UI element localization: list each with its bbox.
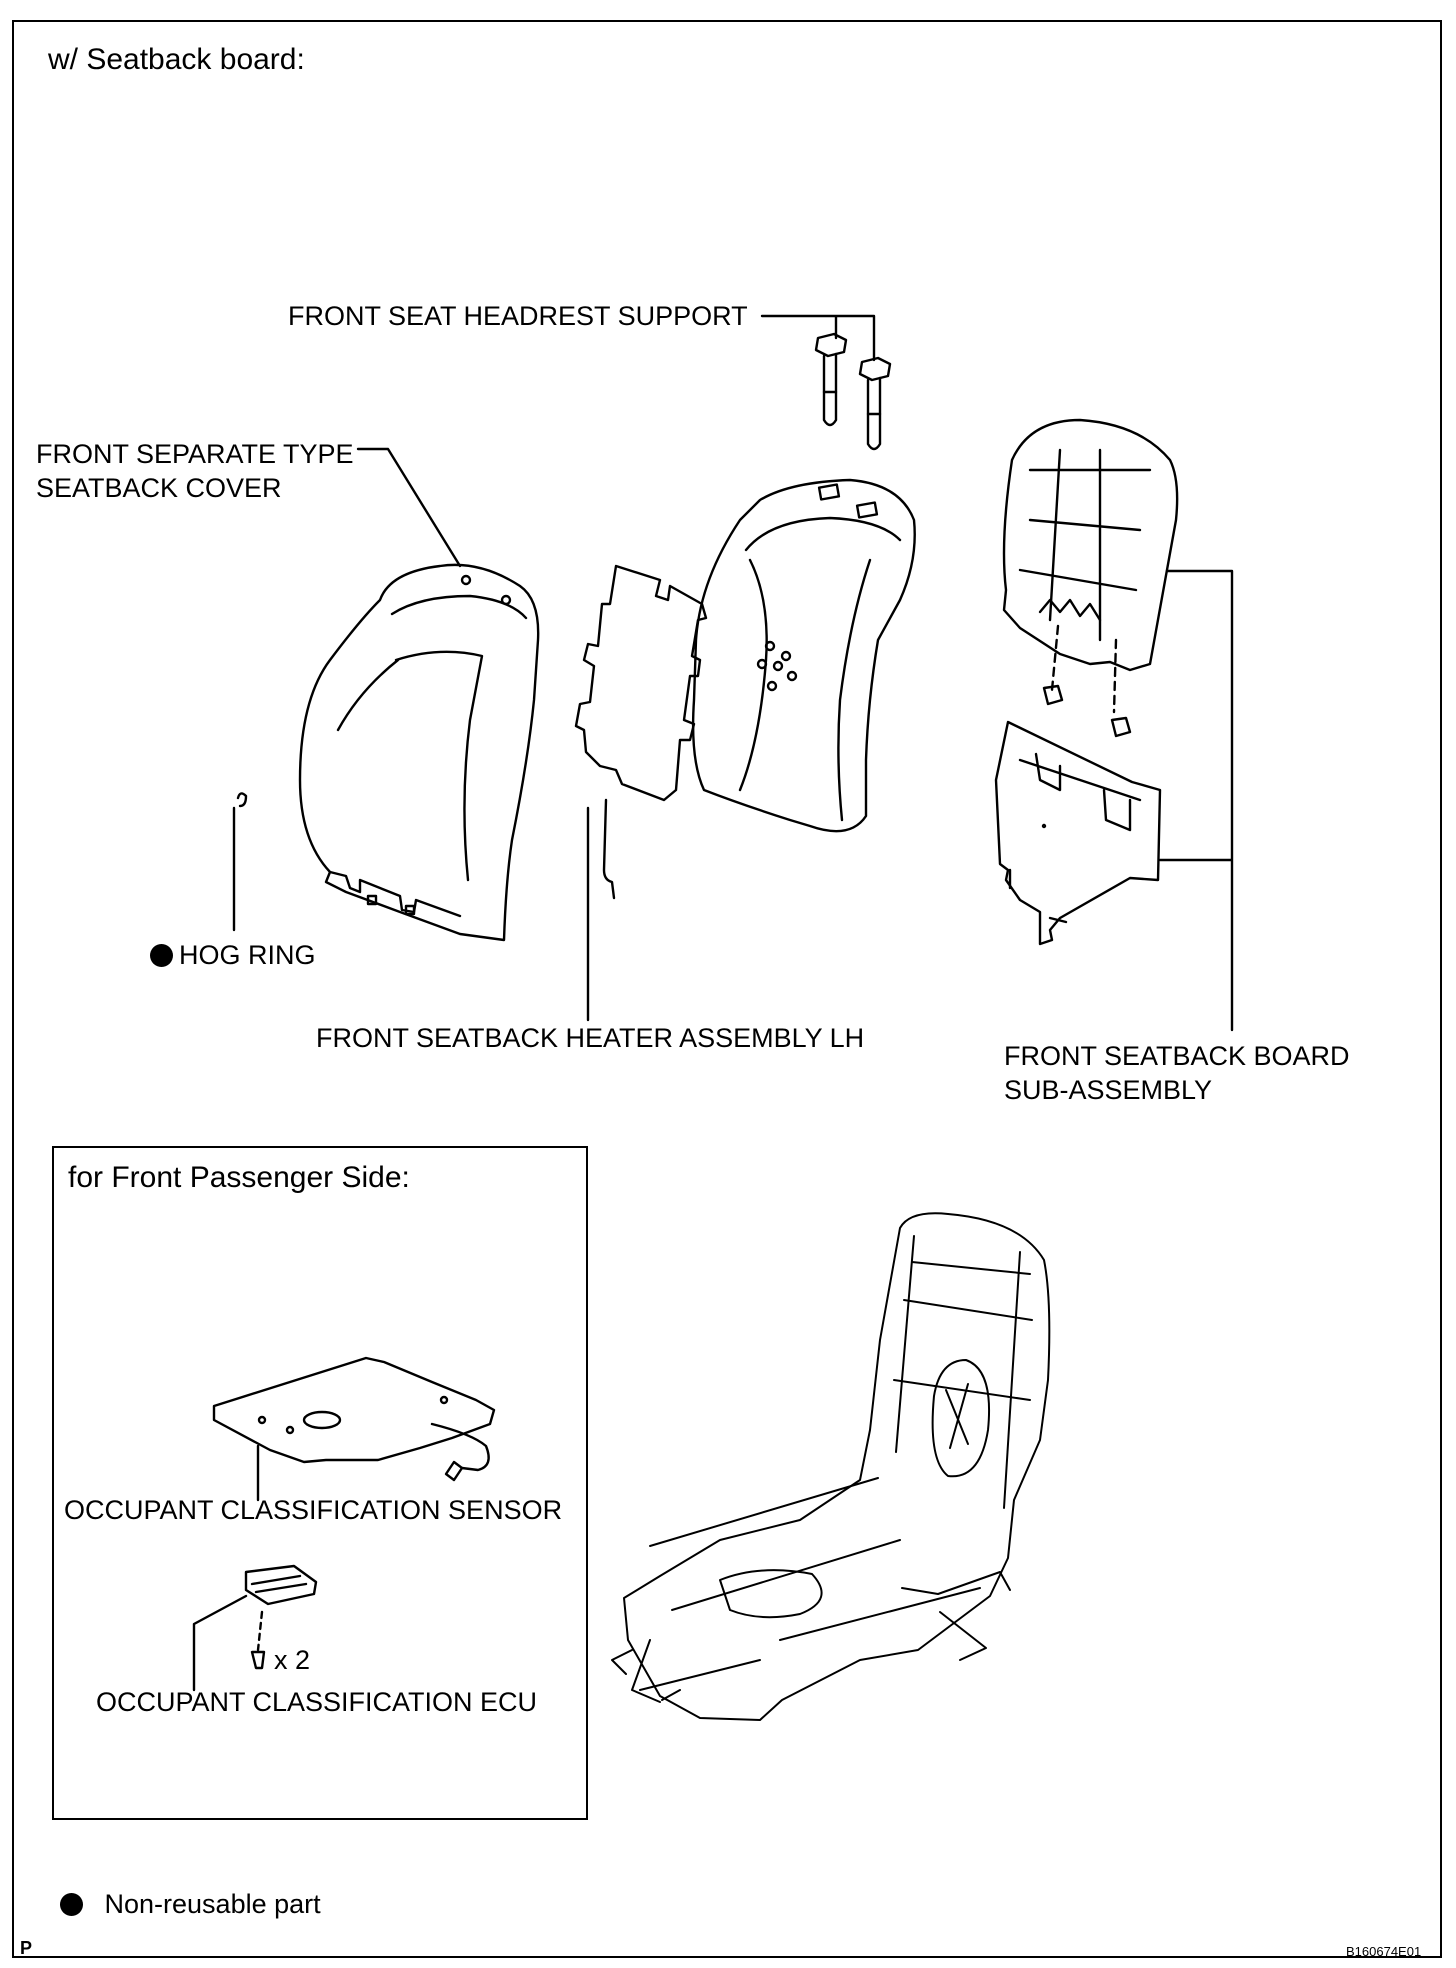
page-letter: P [20,1938,33,1958]
seatback-board-lower-drawing [994,720,1162,946]
seatback-cover-leader-line [356,447,462,568]
legend-non-reusable: Non-reusable part [60,1888,321,1920]
legend-bullet-icon [60,1893,83,1916]
seatback-board-label-line2: SUB-ASSEMBLY [1004,1075,1213,1105]
inset-title: for Front Passenger Side: [68,1161,410,1194]
figure-id: B160674E01 [1346,1944,1422,1959]
heater-assembly-label: FRONT SEATBACK HEATER ASSEMBLY LH [316,1023,865,1053]
occupant-ecu-drawing [244,1564,318,1670]
diagram-frame [12,20,1442,1958]
quantity-label: x 2 [274,1645,311,1675]
seatback-cover-drawing [298,563,540,942]
seatback-board-upper-drawing [1002,418,1179,829]
board-clips-drawing [1042,684,1132,738]
headrest-leader-line [760,314,876,362]
non-reusable-bullet-icon [150,944,173,967]
seatback-cover-label-line2: SEATBACK COVER [36,473,282,503]
seatback-heater-drawing [574,564,708,900]
seat-frame-drawing [611,1212,1051,1721]
occupant-sensor-label: OCCUPANT CLASSIFICATION SENSOR [64,1495,563,1525]
seatback-pad-drawing [691,478,916,833]
headrest-support-label: FRONT SEAT HEADREST SUPPORT [288,301,748,331]
headrest-support-drawing [814,332,892,451]
passenger-side-inset [52,1146,588,1820]
seatback-board-label-line1: FRONT SEATBACK BOARD [1004,1041,1350,1071]
board-leader-line [1158,569,1234,1032]
section-title: w/ Seatback board: [48,43,305,76]
clip-dashed-guides [1050,624,1118,714]
hog-ring-text: HOG RING [179,940,316,970]
legend-text: Non-reusable part [104,1889,321,1919]
occupant-ecu-label: OCCUPANT CLASSIFICATION ECU [96,1687,538,1717]
hog-ring-drawing [232,792,248,932]
hog-ring-label: HOG RING [150,939,316,971]
ecu-leader-line [192,1594,248,1692]
occupant-sensor-drawing [212,1356,496,1482]
seatback-cover-label-line1: FRONT SEPARATE TYPE [36,439,354,469]
